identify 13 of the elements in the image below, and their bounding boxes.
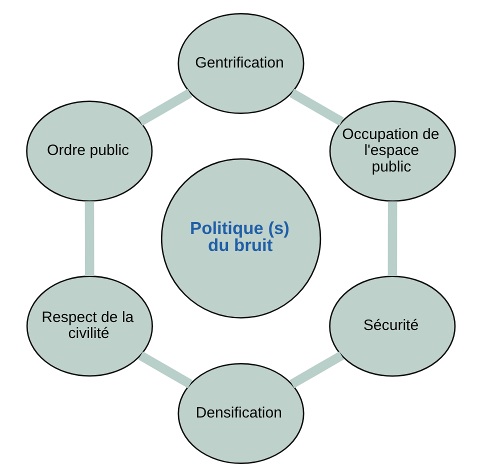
connector [138,351,192,388]
connector [387,200,397,276]
connector [289,350,344,388]
node-circle: Politique (s) du bruit [160,158,321,318]
node-ellipse: Densification [177,362,304,464]
connector [289,88,344,126]
node-ellipse: Respect de la civilité [26,275,152,376]
node-ellipse: Ordre public [26,100,152,202]
node-ellipse: Sécurité [328,275,456,376]
node-ellipse: Gentrification [177,12,304,114]
connector [137,88,192,126]
node-ellipse: Occupation de l'espace public [328,100,456,202]
connector [84,200,94,276]
